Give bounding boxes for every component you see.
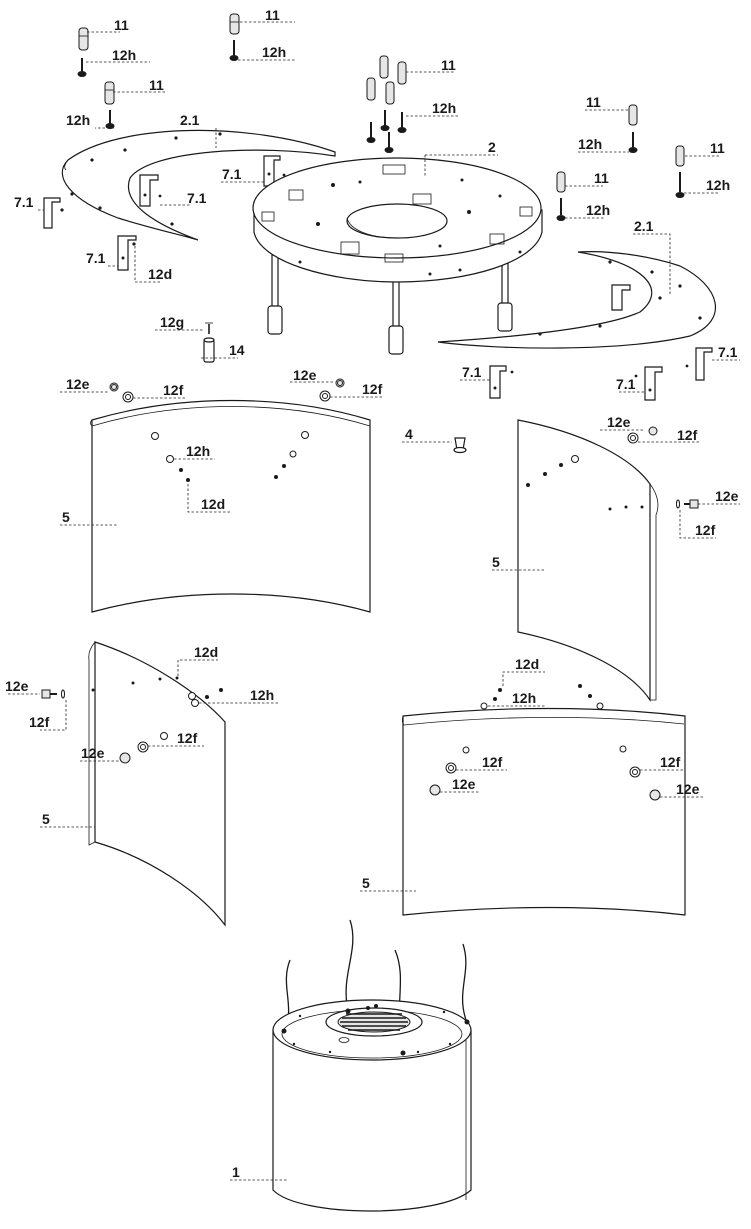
- label-12f-7: 12f: [482, 754, 503, 770]
- label-7.1-3: 7.1: [222, 166, 242, 182]
- label-12f-1: 12f: [163, 382, 184, 398]
- label-12f-5: 12f: [29, 714, 50, 730]
- label-11-7: 11: [594, 170, 609, 186]
- screw-washer-left-side: [41, 689, 65, 699]
- label-12h-8: 12h: [186, 443, 210, 459]
- panel-5-bottom-left: [88, 641, 226, 927]
- anchor-11-b: [229, 13, 240, 35]
- screw-cluster-12h: [366, 110, 407, 153]
- anchor-11-f: [556, 171, 566, 193]
- label-12h-3: 12h: [66, 112, 90, 128]
- label-5-1: 5: [62, 509, 70, 525]
- label-12h-4: 12h: [432, 100, 456, 116]
- label-11-1: 11: [114, 17, 129, 33]
- label-7.1-7: 7.1: [616, 376, 636, 392]
- label-12d-2: 12d: [201, 496, 225, 512]
- screw-12h-b: [229, 40, 239, 61]
- bracket-7.1-d: [117, 235, 137, 271]
- label-12e-3: 12e: [607, 414, 631, 430]
- label-4: 4: [405, 426, 413, 442]
- label-1: 1: [232, 1164, 240, 1180]
- bracket-7.1-f: [695, 347, 713, 381]
- panel-5-top-right: [517, 419, 659, 702]
- label-12e-2: 12e: [293, 367, 317, 383]
- spacer-14: [203, 337, 215, 363]
- bracket-7.1-e: [611, 284, 631, 311]
- label-7.1-2: 7.1: [187, 190, 207, 206]
- label-12e-7: 12e: [452, 776, 476, 792]
- bracket-7.1-a: [43, 197, 61, 229]
- bracket-7.1-g: [489, 365, 507, 399]
- screw-12g: [205, 322, 213, 334]
- holes-top-of-bottom-right: [480, 684, 604, 710]
- label-11-2: 11: [265, 7, 280, 23]
- label-14: 14: [229, 342, 245, 358]
- label-12e-4: 12e: [715, 488, 739, 504]
- label-12h-1: 12h: [112, 47, 136, 63]
- screw-washer-right-top: [627, 426, 699, 509]
- label-12f-2: 12f: [362, 381, 383, 397]
- anchor-11-a: [78, 27, 89, 51]
- screw-washer-left-top: [109, 378, 345, 403]
- screw-12h-c: [105, 110, 115, 129]
- label-5-2: 5: [492, 554, 500, 570]
- label-11-4: 11: [441, 57, 456, 73]
- label-7.1-1: 7.1: [14, 194, 34, 210]
- label-12h-9: 12h: [250, 687, 274, 703]
- label-12f-4: 12f: [695, 522, 716, 538]
- bracket-7.1-c: [263, 155, 281, 187]
- screw-12h-d: [628, 132, 638, 153]
- screw-12h-a: [77, 58, 87, 77]
- label-12f-3: 12f: [677, 427, 698, 443]
- label-12h-5: 12h: [578, 136, 602, 152]
- label-7.1-6: 7.1: [462, 364, 482, 380]
- screw-12h-e: [675, 172, 685, 198]
- label-2.1-left: 2.1: [180, 112, 200, 128]
- leader-lines: [8, 21, 740, 1181]
- mounting-ring-2: [252, 157, 543, 355]
- label-12h-7: 12h: [586, 202, 610, 218]
- label-11-5: 11: [586, 94, 601, 110]
- label-12e-5: 12e: [5, 678, 29, 694]
- anchor-11-d: [628, 104, 638, 126]
- label-12e-8: 12e: [676, 781, 700, 797]
- label-2: 2: [488, 139, 496, 155]
- label-7.1-4: 7.1: [86, 250, 106, 266]
- label-12h-2: 12h: [262, 44, 286, 60]
- crescent-plate-2.1-right: [437, 251, 717, 349]
- part-labels: 11 12h 11 12h 11 12h 2.1 7.1 7.1 7.1 7.1…: [5, 7, 739, 1180]
- label-7.1-5: 7.1: [718, 344, 738, 360]
- label-12f-6: 12f: [177, 730, 198, 746]
- panel-5-bottom-right: [401, 707, 686, 916]
- bracket-7.1-b: [139, 174, 159, 207]
- panel-5-top-left: [90, 399, 371, 613]
- label-12d-3: 12d: [194, 644, 218, 660]
- bracket-7.1-h: [644, 366, 663, 401]
- label-12h-6: 12h: [706, 177, 730, 193]
- label-11-3: 11: [149, 77, 164, 93]
- anchor-cluster-11: [366, 55, 407, 105]
- crescent-plate-2.1-left: [61, 129, 336, 241]
- label-12g: 12g: [160, 314, 184, 330]
- label-11-6: 11: [710, 140, 725, 156]
- label-5-3: 5: [42, 811, 50, 827]
- label-5-4: 5: [362, 875, 370, 891]
- label-12d-1: 12d: [148, 266, 172, 282]
- anchor-11-e: [675, 145, 685, 167]
- label-12d-4: 12d: [515, 656, 539, 672]
- label-2.1-right: 2.1: [634, 218, 654, 234]
- label-12f-8: 12f: [660, 754, 681, 770]
- motor-housing-1: [272, 919, 472, 1212]
- label-12e-1: 12e: [66, 376, 90, 392]
- label-12h-10: 12h: [512, 690, 536, 706]
- screw-12h-f: [556, 198, 566, 221]
- label-12e-6: 12e: [81, 745, 105, 761]
- anchor-11-c: [104, 81, 115, 105]
- cap-4: [453, 437, 467, 454]
